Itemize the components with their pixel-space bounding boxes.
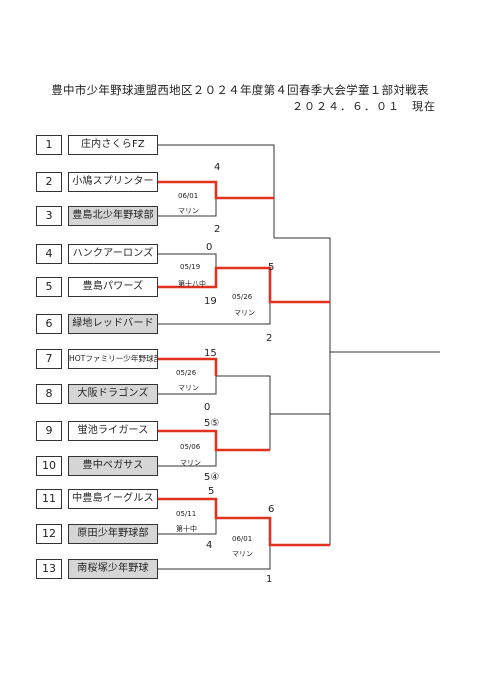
score: 4 <box>206 540 213 551</box>
team-name: 緑地レッドバード <box>68 314 158 334</box>
bracket-line-team-1 <box>158 144 275 238</box>
match-venue: マリン <box>178 384 199 392</box>
team-name: 大阪ドラゴンズ <box>68 384 158 404</box>
team-name: 豊島北少年野球部 <box>68 206 158 226</box>
match-date: 06/01 <box>178 192 199 200</box>
bracket-line-team-4 <box>158 253 217 268</box>
match-date: 05/26 <box>176 369 197 377</box>
match-venue: マリン <box>232 550 253 558</box>
score: 0 <box>206 242 213 253</box>
team-name: 中豊島イーグルス <box>68 489 158 509</box>
bracket-line-team-13 <box>158 545 271 570</box>
team-name: ハンクアーロンズ <box>68 244 158 264</box>
match-date: 05/19 <box>180 263 201 271</box>
bracket-line-top-semi <box>274 237 331 270</box>
team-name: 庄内さくらFZ <box>68 135 158 155</box>
match-venue: マリン <box>234 309 255 317</box>
score: 5④ <box>204 472 220 483</box>
score: 5 <box>268 262 275 273</box>
team-name: 南桜塚少年野球 <box>68 559 158 579</box>
score: 6 <box>268 504 275 515</box>
score: 5⑤ <box>204 418 220 429</box>
score: 15 <box>204 348 217 359</box>
team-number: 7 <box>36 349 62 369</box>
match-venue: マリン <box>180 459 201 467</box>
bracket-line-team-3 <box>158 198 217 217</box>
score: 2 <box>266 333 273 344</box>
win-line-team-9 <box>158 429 270 452</box>
team-name: 豊中ペガサス <box>68 456 158 476</box>
team-number: 10 <box>36 456 62 476</box>
bracket-line-team-6 <box>158 302 271 325</box>
page-title: 豊中市少年野球連盟西地区２０２４年度第４回春季大会学童１部対戦表 <box>51 83 429 97</box>
score: 0 <box>204 402 211 413</box>
as-of-date: ２０２４．６．０１ 現在 <box>292 100 436 113</box>
team-number: 9 <box>36 421 62 441</box>
match-venue: 第十中 <box>176 525 197 533</box>
match-venue: マリン <box>178 207 199 215</box>
team-number: 1 <box>36 135 62 155</box>
team-name: 小鳩スプリンター <box>68 172 158 192</box>
team-name: 蛍池ライガース <box>68 421 158 441</box>
score: 1 <box>266 574 273 585</box>
team-number: 2 <box>36 172 62 192</box>
team-number: 4 <box>36 244 62 264</box>
team-number: 6 <box>36 314 62 334</box>
team-number: 8 <box>36 384 62 404</box>
team-name: HOTファミリー少年野球部 <box>68 349 158 369</box>
score: 5 <box>208 486 215 497</box>
team-number: 13 <box>36 559 62 579</box>
win-line-team-11 <box>158 497 330 547</box>
match-date: 05/11 <box>176 510 197 518</box>
match-date: 06/01 <box>232 535 253 543</box>
team-number: 12 <box>36 524 62 544</box>
team-number: 11 <box>36 489 62 509</box>
score: 19 <box>204 296 217 307</box>
bracket-line-semi-3 <box>216 375 271 450</box>
match-venue: 第十八中 <box>178 280 206 288</box>
score: 2 <box>214 224 221 235</box>
bracket-line-bottom-semi <box>270 413 331 545</box>
win-line-team-2 <box>158 180 274 200</box>
team-number: 5 <box>36 277 62 297</box>
bracket-line-team-8 <box>158 376 217 395</box>
win-line-team-5 <box>158 266 330 304</box>
match-date: 05/06 <box>180 443 201 451</box>
team-name: 原田少年野球部 <box>68 524 158 544</box>
win-line-team-7 <box>158 357 218 376</box>
team-name: 豊島パワーズ <box>68 277 158 297</box>
score: 4 <box>214 162 221 173</box>
bracket-line-team-12 <box>158 518 217 535</box>
team-number: 3 <box>36 206 62 226</box>
bracket-line-team-10 <box>158 450 217 467</box>
match-date: 05/26 <box>232 293 253 301</box>
